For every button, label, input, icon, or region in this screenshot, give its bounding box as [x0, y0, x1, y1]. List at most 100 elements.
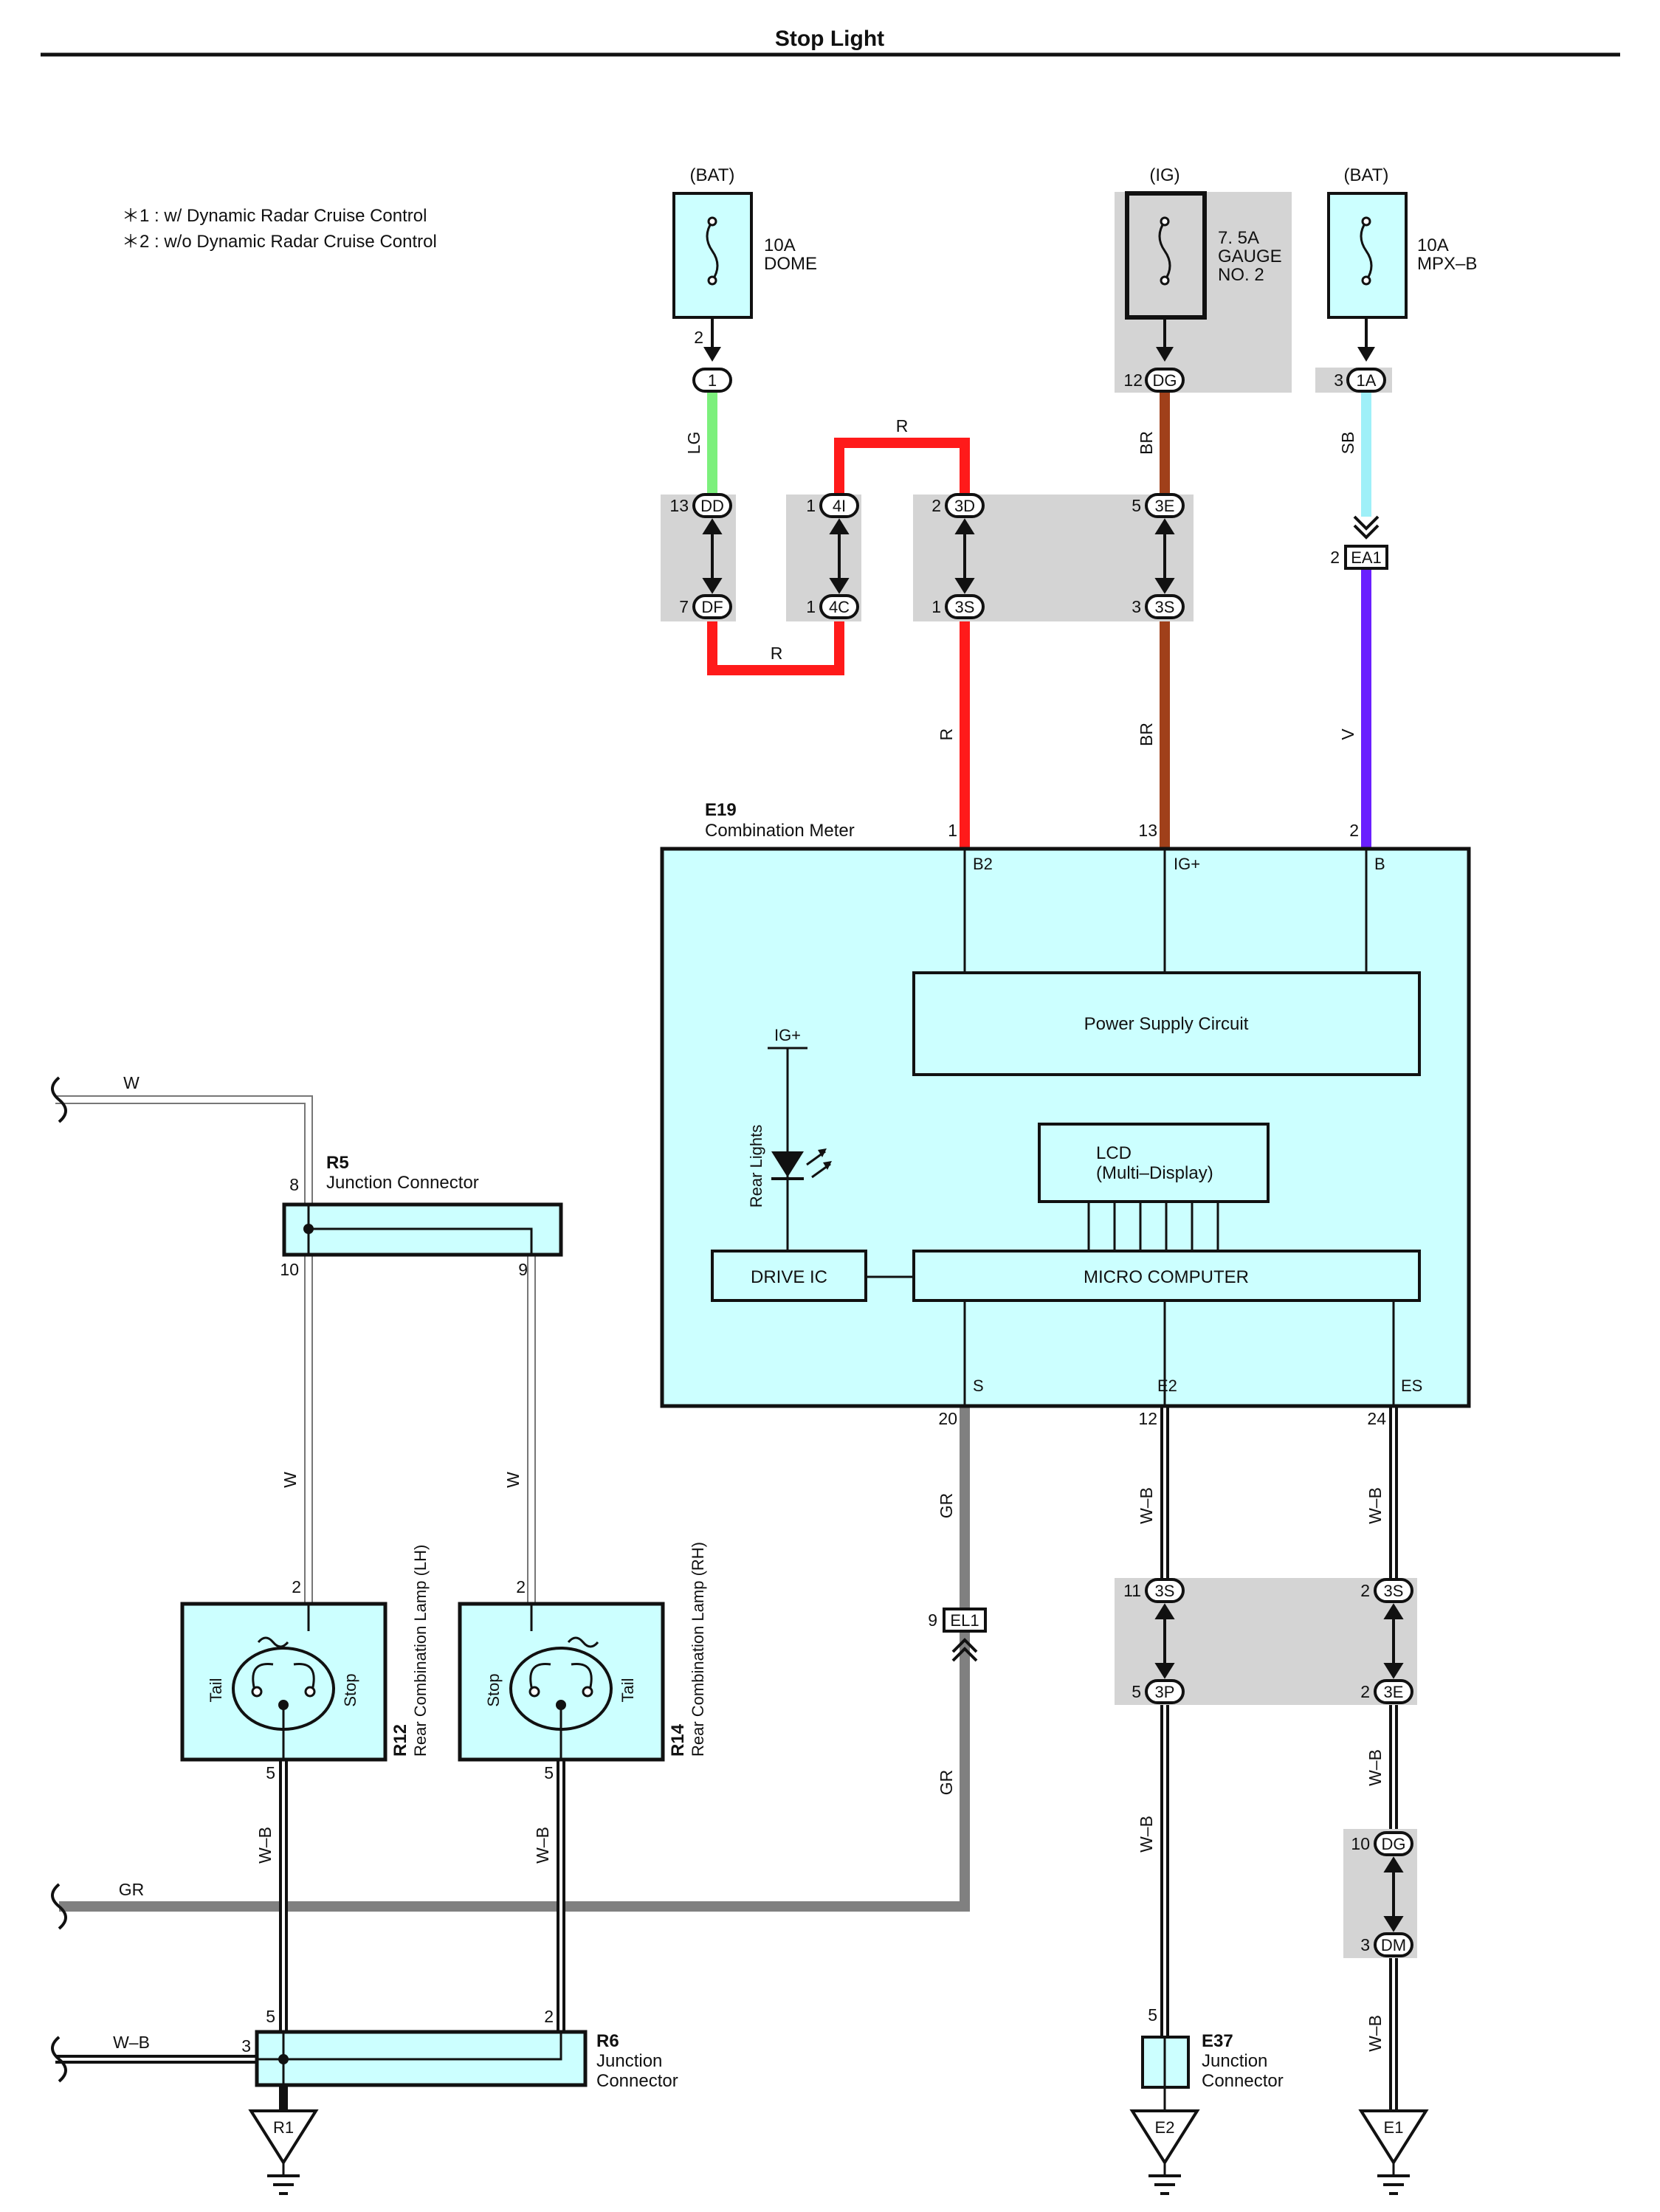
diagram-label: 5: [544, 1763, 554, 1782]
diagram-label: Stop: [341, 1673, 359, 1706]
note-1: ＊1 : w/ Dynamic Radar Cruise Control: [122, 206, 427, 226]
diagram-label: W–B: [533, 1827, 552, 1864]
wb-wires: [55, 1406, 1398, 2118]
diagram-label: NO. 2: [1218, 265, 1264, 285]
diagram-label: GR: [937, 1493, 956, 1519]
diagram-label: 8: [289, 1175, 299, 1194]
diagram-label: R: [896, 416, 909, 435]
diagram-label: E2: [1155, 2118, 1175, 2137]
diagram-label: 7: [679, 597, 689, 616]
diagram-label: 5: [266, 1763, 275, 1782]
diagram-label: GR: [937, 1770, 956, 1796]
diagram-label: E1: [1384, 2118, 1404, 2137]
diagram-label: R14: [668, 1723, 688, 1757]
diagram-label: 2: [931, 496, 941, 515]
r12-rear-combination-lamp-lh: Tail Stop R12 Rear Combination Lamp (LH): [180, 1545, 430, 1762]
diagram-label: 2: [1349, 821, 1359, 840]
diagram-label: Rear Lights: [747, 1125, 765, 1208]
diagram-label: DG: [1153, 371, 1177, 390]
diagram-label: IG+: [774, 1026, 801, 1044]
diagram-label: W–B: [1365, 1749, 1385, 1786]
diagram-label: EL1: [950, 1611, 979, 1630]
power-supply-circuit: [912, 971, 1421, 1076]
diagram-label: B2: [973, 855, 993, 873]
diagram-label: R5: [326, 1153, 349, 1173]
diagram-label: Tail: [619, 1678, 637, 1702]
diagram-label: 2: [1360, 1581, 1370, 1600]
diagram-label: 3: [1132, 597, 1141, 616]
diagram-label: EA1: [1351, 548, 1382, 567]
diagram-label: DF: [701, 598, 723, 616]
diagram-label: W: [503, 1472, 523, 1488]
diagram-label: 9: [928, 1610, 937, 1630]
diagram-label: DD: [700, 497, 724, 515]
diagram-label: E19: [705, 800, 737, 820]
diagram-label: LCD: [1096, 1143, 1132, 1163]
diagram-label: S: [973, 1377, 984, 1395]
micro-computer: [912, 1250, 1421, 1302]
diagram-title: Stop Light: [775, 27, 884, 51]
diagram-label: 2: [544, 2007, 554, 2026]
pin-numbers: 2 12 3 13 7 1 1 2 1 5 3 2 1 13 2 20 12 2…: [241, 328, 1386, 2056]
diagram-label: Junction: [596, 2051, 662, 2071]
diagram-label: 12: [1123, 371, 1143, 390]
diagram-label: R12: [390, 1724, 410, 1757]
diagram-label: 13: [669, 496, 689, 515]
diagram-label: 1: [806, 496, 816, 515]
lcd-multi-display: [1038, 1123, 1270, 1203]
diagram-label: R1: [273, 2118, 294, 2137]
diagram-label: Power Supply Circuit: [1084, 1014, 1249, 1034]
diagram-label: R: [771, 644, 783, 663]
diagram-label: Combination Meter: [705, 821, 855, 841]
diagram-label: W–B: [1137, 1816, 1156, 1853]
diagram-label: 13: [1138, 821, 1157, 840]
diagram-label: 9: [518, 1260, 528, 1279]
diagram-label: V: [1338, 728, 1357, 740]
diagram-label: 2: [516, 1577, 526, 1596]
diagram-label: 5: [1132, 496, 1141, 515]
diagram-label: 2: [694, 328, 703, 347]
diagram-label: 2: [1360, 1682, 1370, 1701]
wire-labels: LG R R R BR BR SB V GR GR GR W–B W–B W–B…: [113, 416, 1385, 2052]
diagram-label: 10A: [1417, 235, 1449, 255]
diagram-label: 3S: [1384, 1582, 1404, 1600]
diagram-label: BR: [1137, 431, 1156, 455]
diagram-label: 24: [1367, 1409, 1386, 1428]
diagram-label: R6: [596, 2031, 619, 2051]
diagram-label: Tail: [207, 1678, 225, 1702]
diagram-label: SB: [1338, 432, 1357, 455]
diagram-label: LG: [684, 432, 703, 455]
diagram-label: Connector: [1202, 2071, 1284, 2091]
diagram-label: 3S: [955, 598, 975, 616]
diagram-label: 5: [266, 2007, 275, 2026]
diagram-label: 3: [241, 2036, 251, 2056]
r14-rear-combination-lamp-rh: Stop Tail R14 Rear Combination Lamp (RH): [458, 1542, 707, 1762]
diagram-label: 1: [948, 821, 957, 840]
e37-junction-connector: E37 Junction Connector: [1141, 2031, 1284, 2118]
diagram-label: BR: [1137, 723, 1156, 746]
diagram-label: 3S: [1155, 598, 1175, 616]
connector-ovals: 1 1A DG DD DF 4I 4C 3D 3S 3E 3S 3S 3P 3S…: [692, 368, 1413, 1957]
diagram-label: 7. 5A: [1218, 228, 1259, 248]
connector-el1: EL1: [943, 1608, 987, 1662]
r6-junction-connector: R6 Junction Connector: [255, 2030, 678, 2091]
wires: [59, 391, 1371, 1912]
diagram-label: 3S: [1155, 1582, 1175, 1600]
ground-e2-icon: E2: [1129, 2109, 1200, 2195]
note-2: ＊2 : w/o Dynamic Radar Cruise Control: [122, 232, 437, 252]
combination-meter: E19 Combination Meter B2 IG+ B S E2 ES P…: [660, 800, 1471, 1408]
diagram-label: 11: [1123, 1581, 1141, 1600]
diagram-label: (IG): [1149, 165, 1179, 185]
diagram-label: DOME: [764, 254, 817, 274]
diagram-label: (Multi–Display): [1096, 1163, 1213, 1183]
diagram-label: (BAT): [1344, 165, 1389, 185]
diagram-label: 3: [1360, 1935, 1370, 1954]
drive-ic: [711, 1250, 867, 1302]
diagram-label: 1: [931, 597, 941, 616]
diagram-label: 1: [708, 371, 717, 390]
diagram-label: 10: [1351, 1834, 1370, 1853]
diagram-label: W: [280, 1472, 300, 1488]
diagram-label: MPX–B: [1417, 254, 1477, 274]
diagram-label: Stop: [484, 1673, 503, 1706]
